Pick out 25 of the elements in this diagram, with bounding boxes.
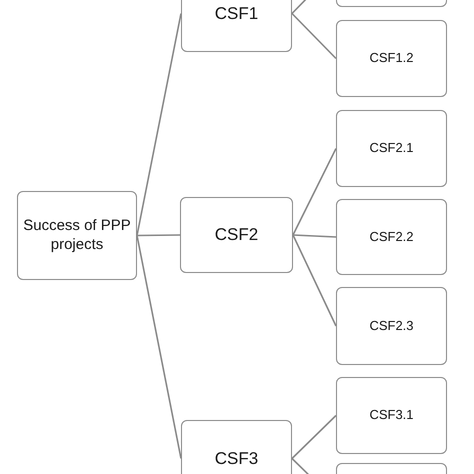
- node-label: CSF2.3: [369, 318, 414, 334]
- node-label: CSF2.1: [369, 140, 414, 157]
- connector-line: [137, 234, 180, 236]
- node-label: CSF1.2: [369, 50, 414, 67]
- connector-line: [291, 12, 337, 60]
- connector-line: [292, 234, 336, 238]
- node-label: Success of PPP projects: [22, 216, 132, 254]
- node-label: CSF3: [214, 448, 258, 470]
- node-label: CSF1: [214, 2, 258, 24]
- connector-line: [292, 234, 337, 326]
- node-box: [180, 197, 293, 273]
- node-box: [336, 287, 447, 365]
- node-box: [336, 199, 447, 275]
- connector-line: [292, 148, 337, 236]
- node-box: [336, 377, 447, 454]
- node-box: [336, 20, 447, 97]
- node-label: CSF3.1: [369, 407, 414, 424]
- connector-line: [136, 13, 182, 236]
- node-label: CSF2.2: [369, 228, 414, 246]
- connector-line: [136, 235, 182, 459]
- node-box: [336, 110, 447, 187]
- node-box: [181, 420, 292, 474]
- connector-line: [291, 414, 337, 460]
- node-label: CSF2: [214, 224, 258, 246]
- node-box: [17, 191, 137, 280]
